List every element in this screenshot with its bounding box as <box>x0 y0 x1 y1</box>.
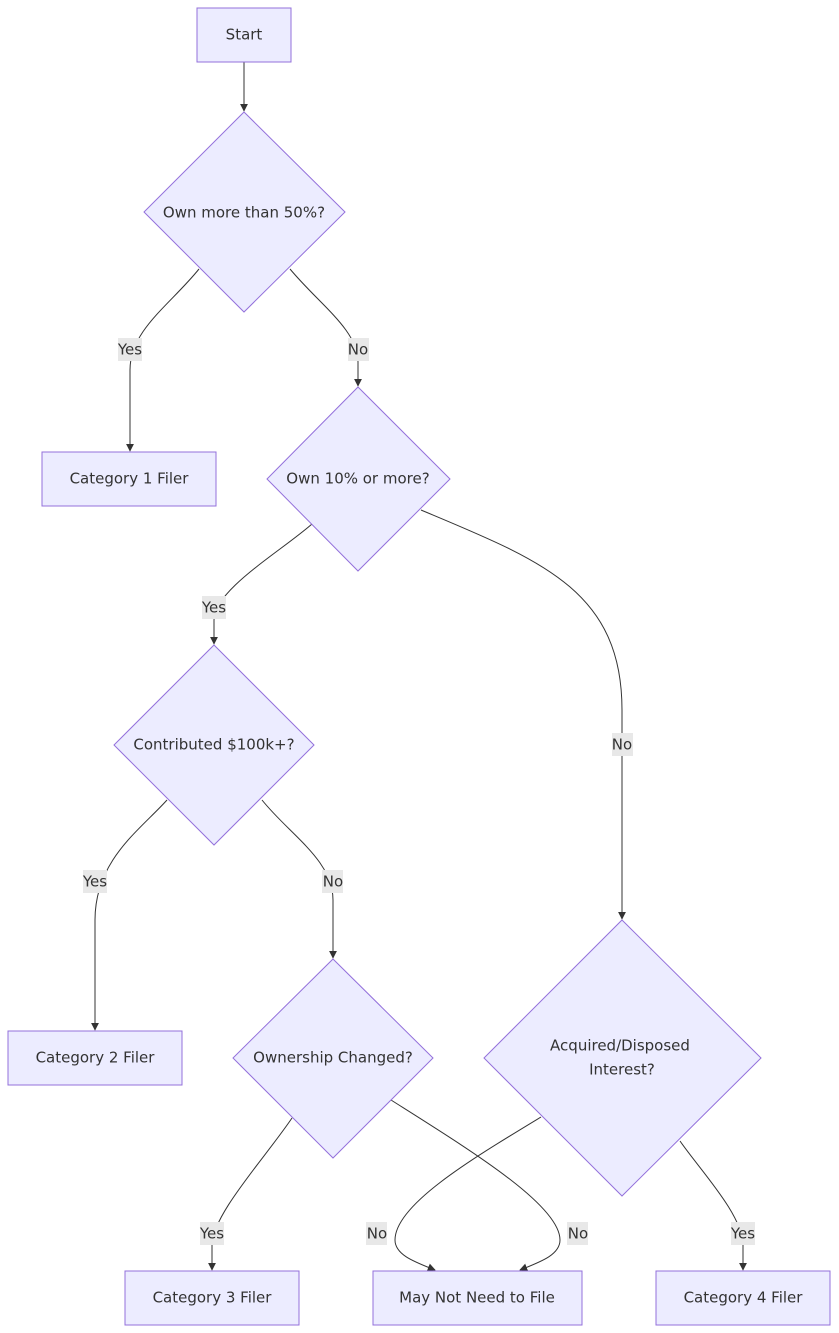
category-4-label: Category 4 Filer <box>684 1289 804 1307</box>
edge-label-bg <box>612 733 633 756</box>
decision-own-50-label: Own more than 50%? <box>163 204 325 222</box>
category-1-node <box>41 451 217 507</box>
edge-label-bg <box>202 596 226 619</box>
edge-label-acquired-no: No <box>367 1225 387 1243</box>
may-not-need-to-file-node <box>372 1270 583 1326</box>
edge-label-own10-yes: Yes <box>201 599 226 617</box>
edge-label-bg <box>322 870 343 893</box>
edge-acquired-no <box>394 1116 542 1272</box>
edge-label-bg <box>567 1222 588 1245</box>
edge-label-bg <box>200 1222 224 1245</box>
edge-label-changed-yes: Yes <box>199 1225 224 1243</box>
category-3-node <box>124 1270 300 1326</box>
decision-own-10 <box>266 386 451 572</box>
category-4-node <box>655 1270 831 1326</box>
category-2-label: Category 2 Filer <box>36 1049 156 1067</box>
edge-contrib-no <box>261 799 337 959</box>
edge-label-own10-no: No <box>612 736 632 754</box>
category-1-label: Category 1 Filer <box>70 470 190 488</box>
edge-label-acquired-yes: Yes <box>730 1225 755 1243</box>
edge-own50-yes <box>126 268 200 452</box>
decision-contributed-label: Contributed $100k+? <box>133 736 294 754</box>
nodes: Start Own more than 50%? Category 1 File… <box>7 7 831 1326</box>
edge-changed-yes <box>208 1117 293 1271</box>
edge-label-contrib-no: No <box>323 873 343 891</box>
start-node <box>196 7 292 63</box>
edge-contrib-yes <box>91 799 168 1031</box>
decision-acquired-label-line2: Interest? <box>589 1061 655 1079</box>
edge-label-bg <box>366 1222 387 1245</box>
edge-own10-yes <box>210 523 313 645</box>
edge-labels: Yes No Yes No Yes No Yes No No Yes <box>82 338 755 1245</box>
edge-label-own50-yes: Yes <box>117 341 142 359</box>
start-node-label: Start <box>226 26 263 44</box>
edges <box>91 62 747 1272</box>
edge-label-bg <box>731 1222 755 1245</box>
decision-ownership-changed <box>232 958 434 1159</box>
edge-own50-no <box>289 268 362 387</box>
decision-contributed <box>113 644 315 846</box>
edge-label-bg <box>118 338 142 361</box>
decision-acquired-label-line1: Acquired/Disposed <box>550 1037 690 1055</box>
edge-label-bg <box>348 338 369 361</box>
decision-acquired-disposed <box>483 919 762 1197</box>
decision-ownership-changed-label: Ownership Changed? <box>253 1049 413 1067</box>
edge-label-bg <box>83 870 107 893</box>
edge-own10-no <box>420 509 626 920</box>
decision-own-50 <box>143 111 346 313</box>
decision-own-10-label: Own 10% or more? <box>286 470 429 488</box>
may-not-need-to-file-label: May Not Need to File <box>399 1289 555 1307</box>
edge-label-own50-no: No <box>348 341 368 359</box>
category-2-node <box>7 1030 183 1086</box>
edge-label-contrib-yes: Yes <box>82 873 107 891</box>
edge-label-changed-no: No <box>568 1225 588 1243</box>
category-3-label: Category 3 Filer <box>153 1289 273 1307</box>
edge-acquired-yes <box>679 1140 747 1271</box>
edge-changed-no <box>390 1099 561 1272</box>
